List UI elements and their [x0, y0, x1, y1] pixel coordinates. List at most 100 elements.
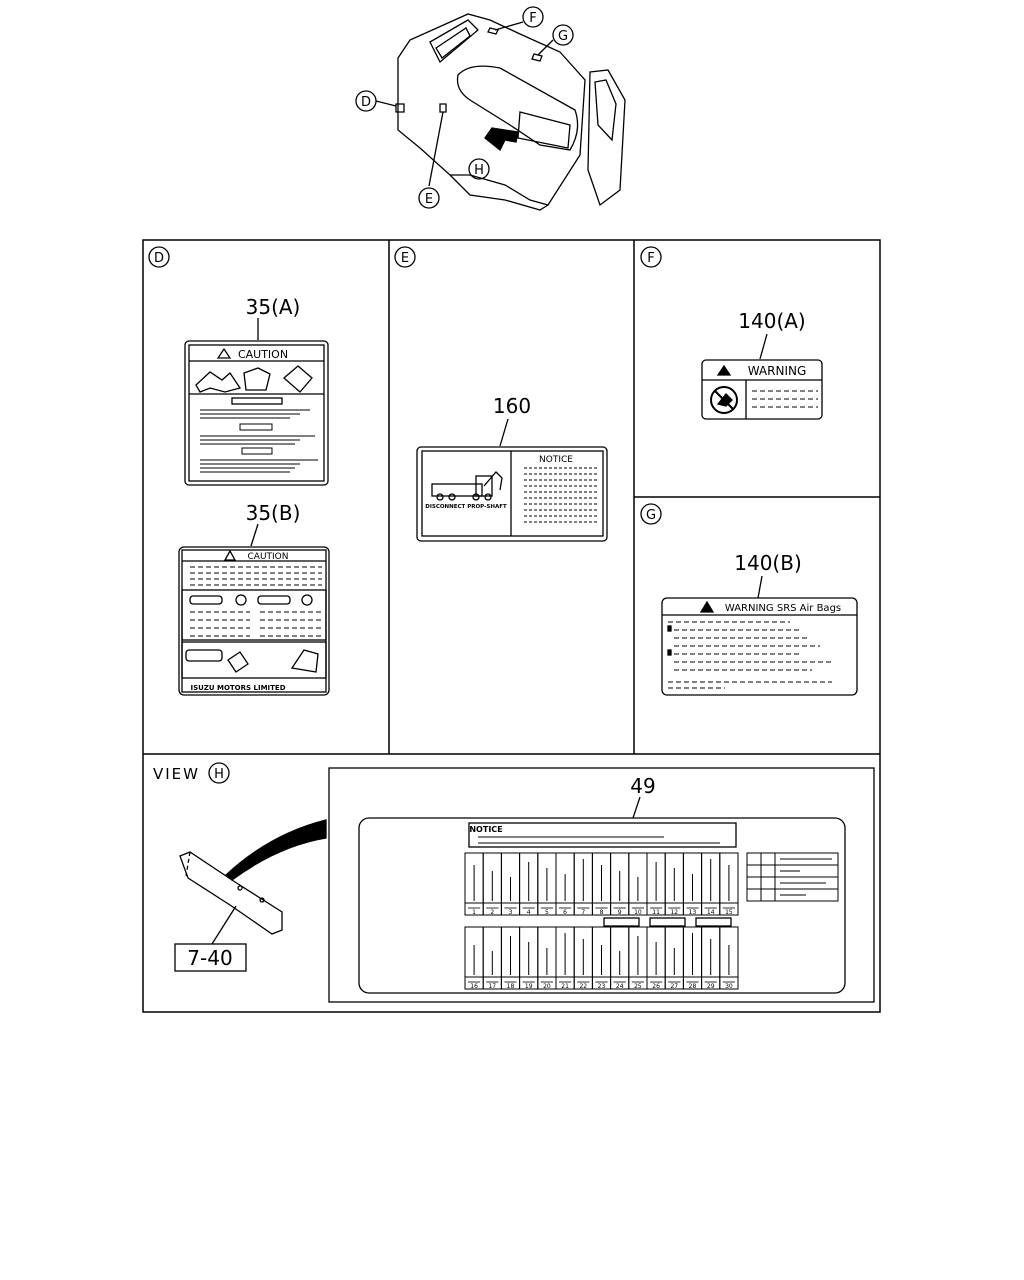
fuse-slot: 10 — [628, 852, 648, 916]
label-35a-header: CAUTION — [238, 348, 288, 361]
fuse-number: 7 — [581, 909, 585, 916]
fuse-number: 1 — [472, 909, 476, 916]
fuse-slot: 12 — [664, 852, 684, 916]
fuse-slot: 14 — [701, 852, 721, 916]
fuse-slot: 11 — [646, 852, 666, 916]
spare-fuse-slots — [603, 917, 732, 927]
warning-triangle-icon — [216, 347, 232, 359]
fuse-slot: 15 — [719, 852, 739, 916]
panel-e: E 160 DISCONNECT PROP-SHAFT NOTICE — [394, 246, 608, 542]
svg-text:E: E — [425, 192, 433, 207]
svg-text:G: G — [558, 29, 568, 44]
fuse-slot: 29 — [701, 926, 721, 990]
fuse-slot: 18 — [500, 926, 521, 990]
label-35b-footer: ISUZU MOTORS LIMITED — [190, 684, 285, 692]
fuse-number: 8 — [600, 909, 604, 916]
fuse-number: 11 — [652, 909, 660, 916]
label-49-notice-box — [468, 822, 737, 848]
sun-visor-illustration — [179, 819, 327, 945]
fuse-slot: 22 — [573, 926, 593, 990]
part-number-49: 49 — [630, 774, 655, 798]
fuse-slot: 21 — [555, 926, 575, 990]
pointer-arrow — [225, 819, 327, 881]
fuse-label-49 — [358, 817, 846, 994]
panel-frame — [142, 239, 881, 1013]
fuse-number: 2 — [490, 909, 494, 916]
svg-text:H: H — [474, 163, 484, 178]
fuse-number: 19 — [525, 983, 533, 990]
reference-7-40: 7-40 — [187, 946, 232, 970]
callout-h: H — [468, 158, 490, 180]
label-140a-header: WARNING — [748, 364, 807, 378]
fuse-slot: 13 — [682, 852, 703, 916]
fuse-number: 4 — [527, 909, 531, 916]
fuse-slot: 4 — [519, 852, 539, 916]
warning-label-140b: WARNING SRS Air Bags — [661, 597, 858, 696]
fuse-slot: 27 — [664, 926, 684, 990]
fuse-number: 27 — [670, 983, 678, 990]
fuse-number: 6 — [563, 909, 567, 916]
callout-e: E — [418, 187, 440, 209]
part-number-140a: 140(A) — [738, 309, 805, 333]
notice-label-160: DISCONNECT PROP-SHAFT NOTICE — [416, 446, 608, 542]
relay-table — [746, 852, 839, 902]
label-35b-header: CAUTION — [248, 552, 289, 562]
truck-icon — [431, 471, 503, 501]
fuse-slot: 7 — [573, 852, 593, 916]
fuse-number: 3 — [509, 909, 513, 916]
fuse-number: 21 — [561, 983, 569, 990]
fuse-slot: 26 — [646, 926, 666, 990]
fuse-slot: 3 — [500, 852, 521, 916]
label-49-notice: NOTICE — [469, 825, 502, 834]
gear-icon — [301, 594, 313, 606]
callout-d: D — [355, 90, 377, 112]
fuse-number: 20 — [543, 983, 551, 990]
fuse-slot: 23 — [591, 926, 612, 990]
callout-f: F — [522, 6, 544, 28]
label-160-notice: NOTICE — [539, 455, 573, 465]
fuse-number: 10 — [634, 909, 642, 916]
warning-triangle-icon — [716, 364, 732, 376]
panel-f: F 140(A) WARNING — [640, 246, 823, 420]
fuse-slot: 2 — [482, 852, 502, 916]
reference-box — [174, 943, 247, 972]
warning-triangle-icon — [699, 600, 715, 613]
caution-label-35b: CAUTION ISUZU MOTORS LIMITED — [178, 546, 330, 696]
fuse-slot: 9 — [610, 852, 630, 916]
fuse-number: 14 — [707, 909, 715, 916]
seat-icon — [243, 367, 271, 391]
tilt-cab-icon — [227, 651, 249, 673]
fuse-number: 30 — [725, 983, 733, 990]
callout-g: G — [552, 24, 574, 46]
mechanism-icon — [195, 371, 242, 393]
fuse-number: 13 — [689, 909, 697, 916]
panel-f-marker: F — [647, 251, 654, 266]
caution-label-35a: CAUTION — [184, 340, 329, 486]
fuse-slot: 28 — [682, 926, 703, 990]
view-h-marker: H — [214, 767, 224, 782]
fuse-number: 22 — [579, 983, 587, 990]
part-number-160: 160 — [493, 394, 531, 418]
panel-g-marker: G — [646, 508, 656, 523]
lock-lever-icon — [290, 649, 319, 673]
fuse-slot: 5 — [537, 852, 557, 916]
fuse-number: 15 — [725, 909, 733, 916]
fuse-slot: 24 — [610, 926, 630, 990]
fuse-slot: 16 — [464, 926, 484, 990]
fuse-slot: 19 — [519, 926, 539, 990]
fuse-number: 25 — [634, 983, 642, 990]
label-140b-header: WARNING SRS Air Bags — [725, 603, 841, 614]
fuse-number: 9 — [618, 909, 622, 916]
svg-text:F: F — [529, 11, 536, 26]
fuse-number: 18 — [507, 983, 515, 990]
fuse-number: 29 — [707, 983, 715, 990]
fuse-number: 5 — [545, 909, 549, 916]
fuse-number: 23 — [598, 983, 606, 990]
fuse-number: 17 — [488, 983, 496, 990]
fuse-slot: 25 — [628, 926, 648, 990]
fuse-slot: 20 — [537, 926, 557, 990]
fuse-number: 28 — [689, 983, 697, 990]
detail-box — [328, 767, 875, 1003]
cab-interior-illustration — [375, 13, 626, 211]
